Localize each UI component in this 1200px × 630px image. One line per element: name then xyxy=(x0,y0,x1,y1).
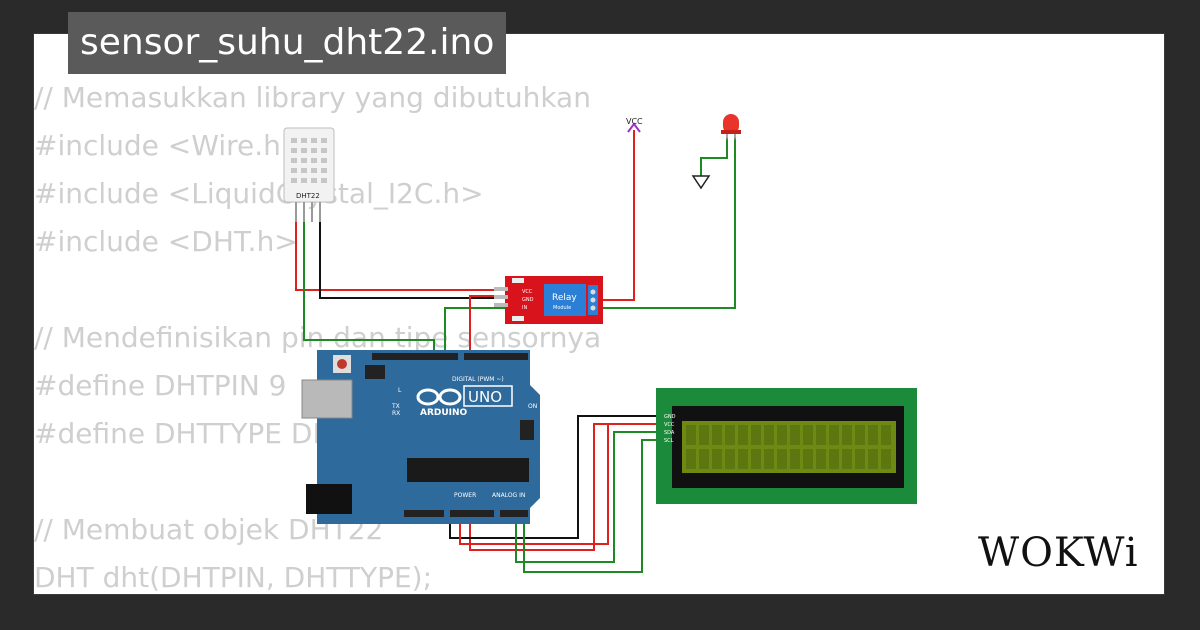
code-preview: // Memasukkan library yang dibutuhkan #in… xyxy=(34,74,601,602)
red-led xyxy=(721,114,741,140)
dht22-sensor: DHT22 xyxy=(283,127,335,222)
arduino-model: UNO xyxy=(468,388,502,406)
lcd-1602-i2c: GND VCC SDA SCL xyxy=(656,388,917,504)
lcd-pin-scl: SCL xyxy=(664,438,674,444)
relay-label: Relay xyxy=(552,293,577,303)
code-line: // Memasukkan library yang dibutuhkan xyxy=(34,81,591,114)
wire-red xyxy=(602,130,635,301)
code-line: #include <DHT.h> xyxy=(34,225,298,258)
sketch-title: sensor_suhu_dht22.ino xyxy=(68,12,507,74)
vcc-label: VCC xyxy=(626,117,643,126)
arduino-tx-label: TX xyxy=(391,403,400,410)
relay-pin-in: IN xyxy=(522,305,527,311)
relay-pin-gnd: GND xyxy=(522,297,534,303)
relay-pin-vcc: VCC xyxy=(522,289,533,295)
arduino-analog-label: ANALOG IN xyxy=(492,492,525,499)
vcc-symbol: VCC xyxy=(626,117,643,133)
wire-black xyxy=(319,222,505,299)
wire-green xyxy=(700,138,728,176)
wire-green xyxy=(523,439,660,573)
wire-black xyxy=(449,415,660,539)
code-line: #define DHTPIN 9 xyxy=(34,369,287,402)
wokwi-logo-text: WOKWi xyxy=(978,530,1139,576)
relay-sub-label: Module xyxy=(553,305,571,311)
ground-icon xyxy=(691,175,711,190)
wire-green xyxy=(444,307,505,358)
arduino-l-label: L xyxy=(398,387,402,394)
arduino-rx-label: RX xyxy=(392,410,400,417)
arduino-on-label: ON xyxy=(528,403,537,410)
code-line: DHT dht(DHTPIN, DHTTYPE); xyxy=(34,561,433,594)
arduino-uno-board: ARDUINO UNO DIGITAL (PWM ~) POWER ANALOG… xyxy=(301,350,540,524)
wire-red xyxy=(469,295,660,551)
lcd-pin-sda: SDA xyxy=(664,430,675,436)
lcd-pin-gnd: GND xyxy=(664,414,676,420)
lcd-pin-vcc: VCC xyxy=(664,422,675,428)
wire-green xyxy=(515,431,660,563)
wokwi-logo: WOKWi xyxy=(978,530,1139,576)
arduino-digital-label: DIGITAL (PWM ~) xyxy=(452,376,504,383)
arduino-power-label: POWER xyxy=(454,492,476,499)
code-line: #include <Wire.h> xyxy=(34,129,305,162)
relay-module: Relay Module VCC GND IN xyxy=(494,276,603,324)
wire-red xyxy=(295,220,505,291)
wire-green xyxy=(602,138,736,309)
wires xyxy=(295,130,736,573)
code-line: #define DHTTYPE DHT22 xyxy=(34,417,387,450)
wire-green xyxy=(303,222,435,358)
dht22-label: DHT22 xyxy=(296,192,320,200)
arduino-brand: ARDUINO xyxy=(420,408,468,418)
code-line: // Mendefinisikan pin dan tipe sensornya xyxy=(34,321,602,354)
wire-red xyxy=(459,423,660,545)
